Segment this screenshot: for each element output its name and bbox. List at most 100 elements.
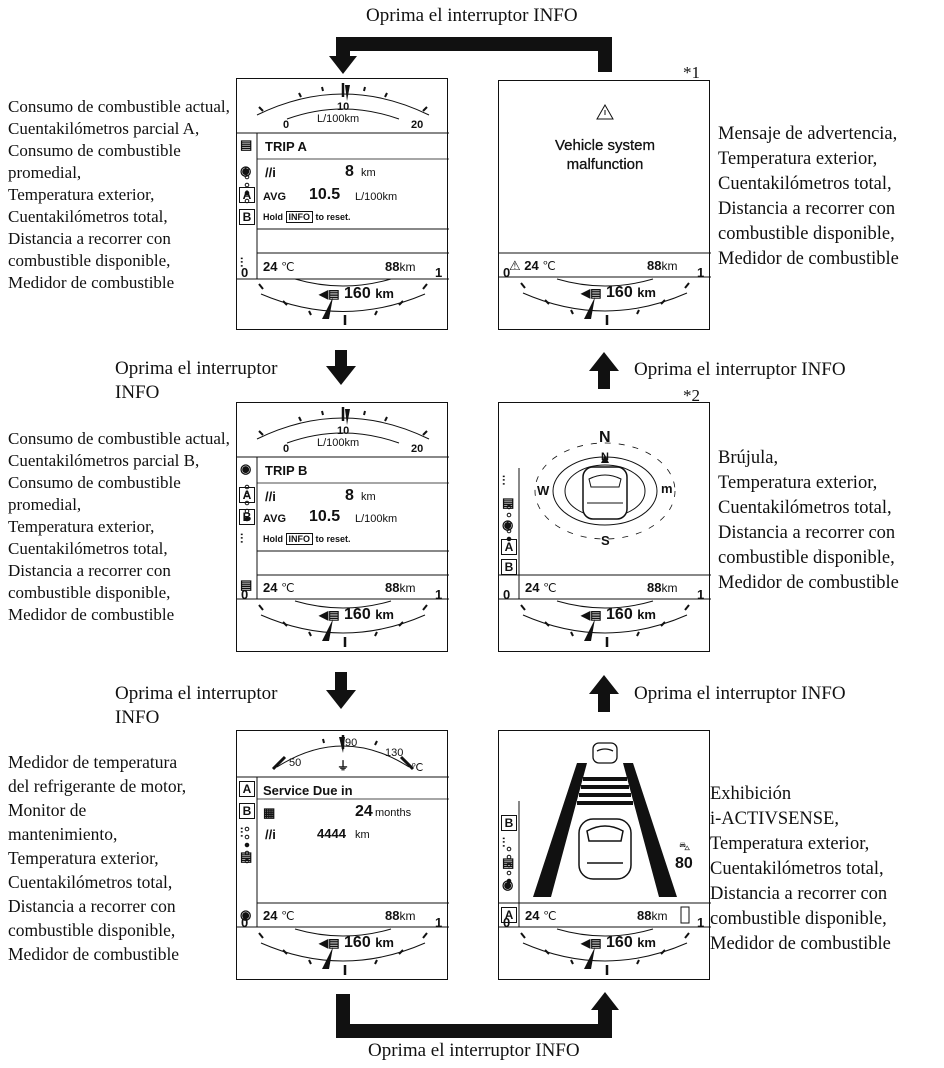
outside-temp: 24 ℃	[525, 580, 557, 595]
badge-b: B	[239, 803, 255, 819]
compass-south: S	[601, 533, 610, 548]
range-value: ◀▤ 160 km	[319, 285, 394, 302]
range-value: ◀▤ 160 km	[319, 606, 394, 623]
car-own	[578, 818, 632, 880]
compass-icon: ◉	[240, 163, 252, 178]
service-months: 24	[355, 803, 373, 820]
economy-max: 20	[411, 443, 424, 455]
economy-mid: 10	[337, 101, 350, 113]
odometer-icon: ▤	[502, 855, 515, 870]
fuel-pump-icon: ◀▤	[581, 936, 602, 950]
fuel-max: 1	[697, 587, 705, 602]
fuel-min: 0	[241, 587, 249, 602]
coolant-temp-mid: 90	[345, 737, 358, 749]
trip-b-avg-label: AVG	[263, 513, 287, 525]
fuel-max: 1	[435, 915, 443, 930]
display-activsense: B ⫶ ▤ ◉ A ⛍ 80 24 ℃ 88km 0 1 ◀▤ 160 km	[498, 730, 711, 980]
fuel-max: 1	[697, 915, 705, 930]
service-title: Service Due in	[263, 783, 353, 798]
trip-icon: //i	[265, 165, 276, 180]
compass-icon: ◉	[240, 907, 252, 922]
trip-b-hold-text: Hold INFO to reset.	[263, 533, 351, 545]
odometer-icon: ▤	[240, 577, 253, 592]
trip-icon: //i	[265, 489, 276, 504]
top-flow-arrowhead	[329, 56, 357, 74]
flow-right-2-label: Oprima el interruptor INFO	[634, 683, 846, 704]
trip-b-title: TRIP B	[265, 463, 308, 478]
range-value: ◀▤ 160 km	[581, 606, 656, 623]
badge-a: A	[239, 781, 255, 797]
fuel-cap-icon: ⫶	[502, 473, 506, 488]
calendar-icon: ▦	[263, 805, 276, 820]
bottom-flow-arrow	[336, 994, 612, 1038]
trip-a-hold-text: Hold INFO to reset.	[263, 211, 351, 223]
warning-line1: Vehicle system	[554, 137, 656, 154]
odometer-value: 88km	[647, 580, 678, 595]
badge-a: A	[501, 539, 517, 555]
odometer-value: 88km	[385, 908, 416, 923]
economy-max: 20	[411, 119, 424, 131]
trip-a-avg-label: AVG	[263, 191, 287, 203]
right-arrow-2-head	[589, 675, 619, 694]
fuel-cap-icon: ⫶	[502, 835, 506, 850]
odometer-icon: ▤	[240, 849, 253, 864]
activsense-graphics	[499, 742, 711, 975]
service-months-unit: months	[375, 807, 412, 819]
trip-b-graphics	[237, 407, 449, 647]
economy-mid: 10	[337, 425, 350, 437]
right-arrow-1-head	[589, 352, 619, 371]
trip-b-distance: 8	[345, 487, 354, 504]
service-distance: 4444	[317, 826, 346, 841]
coolant-temp-unit: ℃	[411, 762, 424, 774]
display-trip-a: 0 10 20 L/100km ▤ TRIP A ◉ //i 8 km A AV…	[236, 78, 449, 330]
range-value: ◀▤ 160 km	[581, 934, 656, 951]
warning-line2: malfunction	[566, 156, 644, 173]
outside-temp: 24 ℃	[263, 259, 295, 274]
compass-icon: ◉	[502, 517, 514, 532]
badge-b: B	[239, 209, 255, 225]
odometer-icon: ▤	[502, 495, 515, 510]
compass-icon: ◉	[502, 877, 514, 892]
fuel-pump-icon: ◀▤	[319, 608, 340, 622]
display-service: 50 90 130 ℃ ⏚ A Service Due in B ▦ 24 mo…	[236, 730, 449, 980]
fuel-pump-icon: ◀▤	[581, 286, 602, 300]
badge-a: A	[239, 187, 255, 203]
flow-right-1-label: Oprima el interruptor INFO	[634, 359, 846, 380]
odometer-icon: ▤	[240, 137, 253, 152]
badge-b: B	[501, 559, 517, 575]
warning-odometer: 88km	[647, 258, 678, 273]
outside-temp: 24 ℃	[263, 580, 295, 595]
fuel-min: 0	[503, 915, 511, 930]
caption-compass: Brújula,Temperatura exterior,Cuentakilóm…	[718, 448, 899, 593]
coolant-temp-low: 50	[289, 757, 302, 769]
fuel-min: 0	[241, 915, 249, 930]
right-arrow-2-shaft	[598, 692, 610, 712]
economy-unit: L/100km	[317, 113, 360, 125]
odometer-value: 88km	[385, 580, 416, 595]
service-graphics	[237, 735, 449, 975]
badge-a: A	[501, 907, 517, 923]
trip-b-avg-unit: L/100km	[355, 513, 398, 525]
trip-a-distance-unit: km	[361, 167, 376, 179]
odometer-value: 88km	[385, 259, 416, 274]
fuel-min: 0	[241, 265, 249, 280]
fuel-cap-icon: ⫶	[240, 825, 244, 840]
compass-north-outer: N	[599, 429, 611, 446]
warning-range: ◀▤ 160 km	[581, 284, 656, 301]
left-arrow-2-head	[326, 690, 356, 709]
car-front	[592, 742, 618, 764]
trip-b-distance-unit: km	[361, 491, 376, 503]
right-arrow-1-shaft	[598, 369, 610, 389]
caption-trip-a: Consumo de combustible actual,Cuentakiló…	[8, 97, 230, 292]
traffic-sign-icon: ⛍	[679, 841, 691, 853]
warning-fuel-min: 0	[503, 265, 511, 280]
display-trip-b: 0 10 20 L/100km ◉ TRIP B A //i 8 km B AV…	[236, 402, 449, 652]
economy-unit: L/100km	[317, 437, 360, 449]
warning-graphics	[499, 103, 711, 325]
coolant-temp-high: 130	[385, 747, 404, 759]
trip-a-avg: 10.5	[309, 186, 341, 203]
